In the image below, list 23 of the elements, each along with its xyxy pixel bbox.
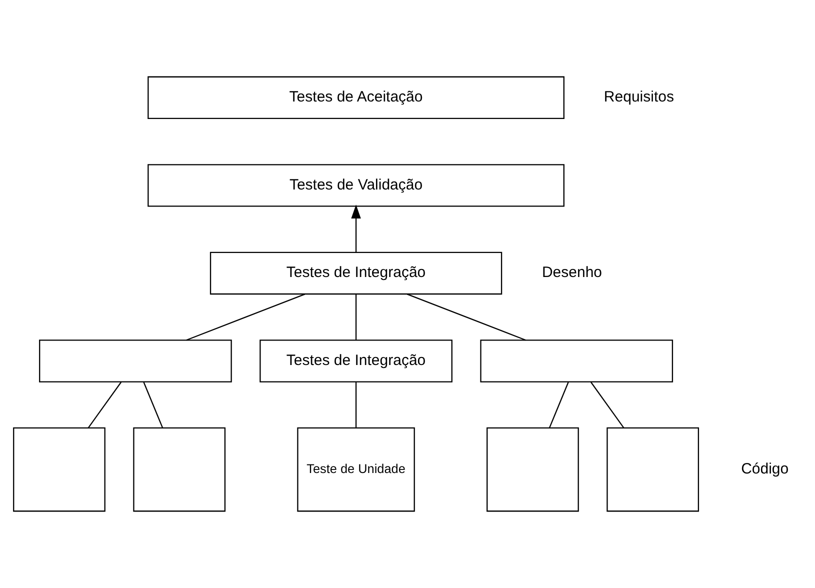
arrow: [350, 204, 360, 252]
connector: [354, 294, 356, 340]
connector: [87, 382, 122, 428]
connector: [590, 382, 624, 428]
node-box: Testes de Integração: [259, 340, 452, 382]
node-box: Testes de Integração: [209, 252, 502, 295]
node-box: Testes de Aceitação: [147, 76, 564, 120]
label: Código: [740, 460, 788, 478]
node-box: [12, 427, 105, 512]
connector: [406, 294, 526, 341]
connector: [186, 294, 305, 341]
node-box: [38, 340, 232, 382]
node-box: Testes de Validação: [147, 164, 564, 207]
node-box: [480, 340, 673, 382]
connector: [354, 382, 356, 428]
node-box: [132, 427, 226, 512]
label: Requisitos: [603, 88, 674, 106]
node-box: Teste de Unidade: [296, 427, 414, 512]
connector: [548, 382, 568, 428]
node-box: [606, 427, 699, 512]
connector: [142, 382, 163, 428]
label: Desenho: [541, 264, 602, 282]
node-box: [486, 427, 578, 512]
